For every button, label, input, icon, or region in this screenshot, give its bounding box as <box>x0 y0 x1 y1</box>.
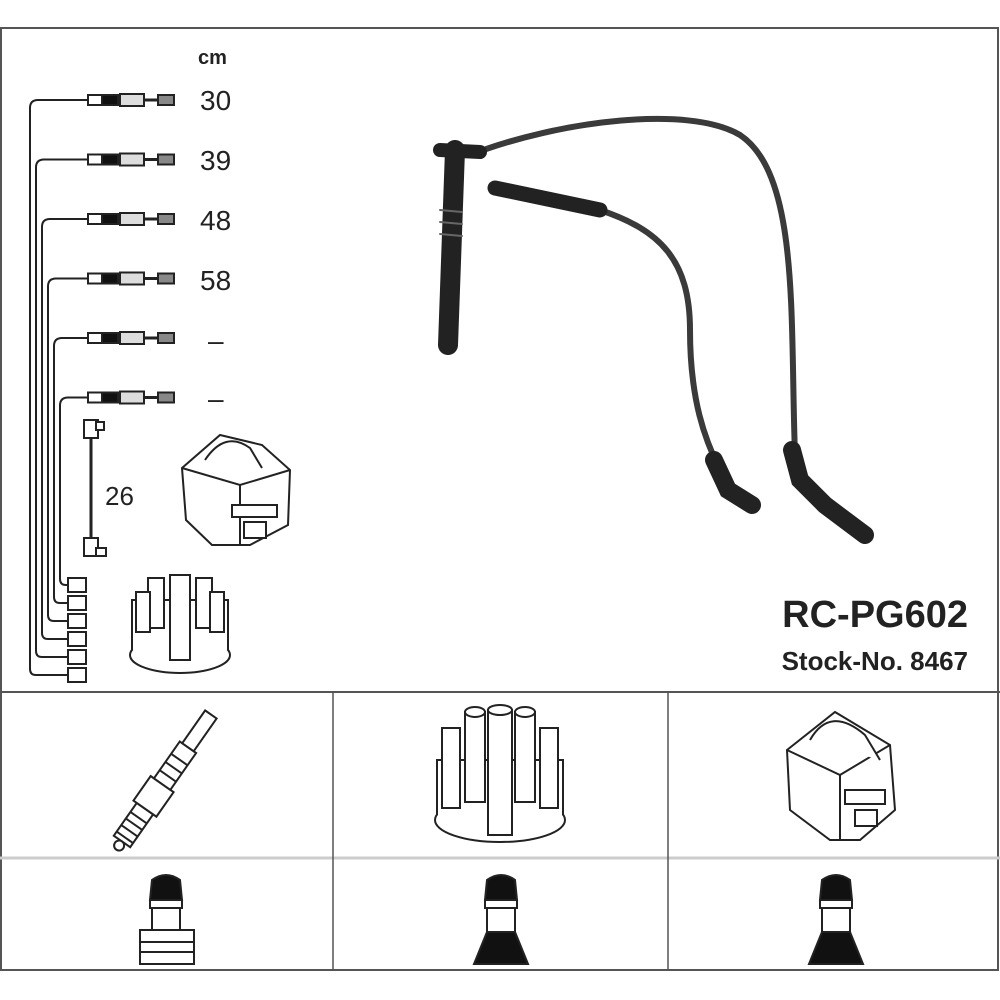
connector-end <box>157 94 175 106</box>
lead-wire <box>29 99 88 676</box>
connector-boot <box>101 94 119 106</box>
ignition-coil-icon <box>785 710 897 841</box>
distributor-terminal <box>67 613 87 629</box>
connector-end <box>157 153 175 166</box>
connector-boot <box>87 94 103 106</box>
connector-boot <box>101 332 119 344</box>
connector-boot <box>101 213 119 225</box>
connector-boot <box>119 93 145 107</box>
lead-length-1: 30 <box>200 85 231 116</box>
connector-end <box>157 391 175 404</box>
connector-boot <box>119 331 145 345</box>
tapered-boot-connector-icon <box>472 874 530 965</box>
lead-wire <box>47 277 88 622</box>
lead-length-3: 48 <box>200 205 231 236</box>
connector-boot <box>119 390 145 405</box>
connector-boot <box>87 272 103 285</box>
lead-length-4: 58 <box>200 265 231 296</box>
lead-wire <box>41 218 88 640</box>
distributor-cap-icon <box>434 704 566 843</box>
lead-wire <box>53 337 88 604</box>
lead-length-6: – <box>208 383 224 414</box>
connector-boot <box>87 153 103 166</box>
connector-boot <box>101 391 119 404</box>
distributor-terminal <box>67 595 87 611</box>
lead-length-2: 39 <box>200 145 231 176</box>
unit-label: cm <box>198 47 227 69</box>
lead-wire <box>59 396 88 586</box>
ignition-coil-icon <box>180 433 292 546</box>
connector-boot <box>101 272 119 285</box>
connector-boot <box>87 332 103 344</box>
distributor-terminal <box>67 649 87 665</box>
stock-number: Stock-No. 8467 <box>782 646 968 676</box>
lead-schematic <box>29 93 175 683</box>
connector-boot <box>101 153 119 166</box>
coil-lead <box>83 419 107 557</box>
distributor-terminal <box>67 577 87 593</box>
lead-length-5: – <box>208 325 224 356</box>
connector-boot <box>119 271 145 286</box>
distributor-terminal <box>67 667 87 683</box>
ignition-cables-illustration <box>433 115 874 544</box>
distributor-cap-icon <box>129 574 231 674</box>
connector-boot <box>119 212 145 226</box>
product-code: RC-PG602 <box>782 594 968 636</box>
lead-wire <box>35 158 88 658</box>
straight-boot-connector-icon <box>139 874 195 965</box>
distributor-terminal <box>67 631 87 647</box>
coil-lead-length: 26 <box>105 481 134 511</box>
connector-end <box>157 332 175 344</box>
connector-end <box>157 272 175 285</box>
connector-boot <box>87 213 103 225</box>
connector-boot <box>119 152 145 167</box>
connector-end <box>157 213 175 225</box>
outer-frame <box>0 27 999 971</box>
spark-plug-icon <box>112 709 219 852</box>
tapered-boot-connector-icon <box>807 874 865 965</box>
connector-boot <box>87 391 103 404</box>
